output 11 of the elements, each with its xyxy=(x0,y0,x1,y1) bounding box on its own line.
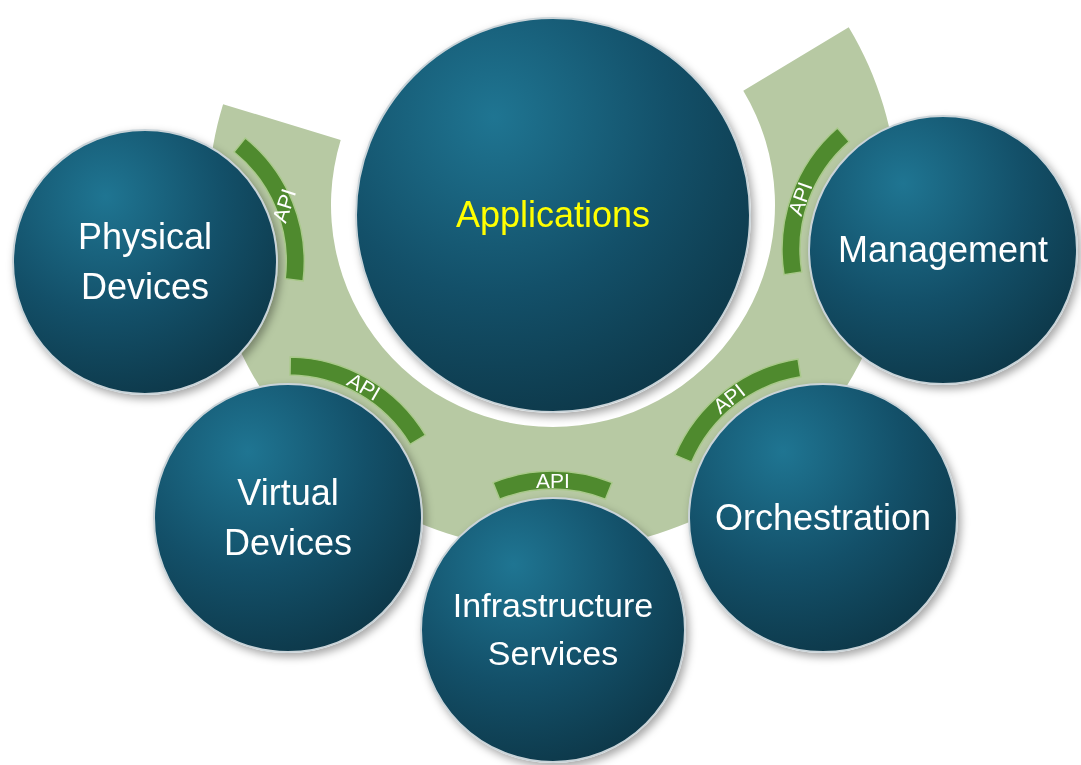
arc-label: API xyxy=(709,379,750,417)
node-label: Physical Devices xyxy=(76,214,214,309)
node-label: Orchestration xyxy=(714,495,932,540)
node-label: Management xyxy=(837,227,1049,272)
arc-label: API xyxy=(784,178,816,218)
arc-label: API xyxy=(536,469,570,491)
node-label: Applications xyxy=(455,192,651,237)
arc-label: API xyxy=(344,368,384,404)
arc-label: API xyxy=(268,186,300,226)
node-label: Infrastructure Services xyxy=(451,585,655,674)
node-label: Virtual Devices xyxy=(222,470,353,565)
